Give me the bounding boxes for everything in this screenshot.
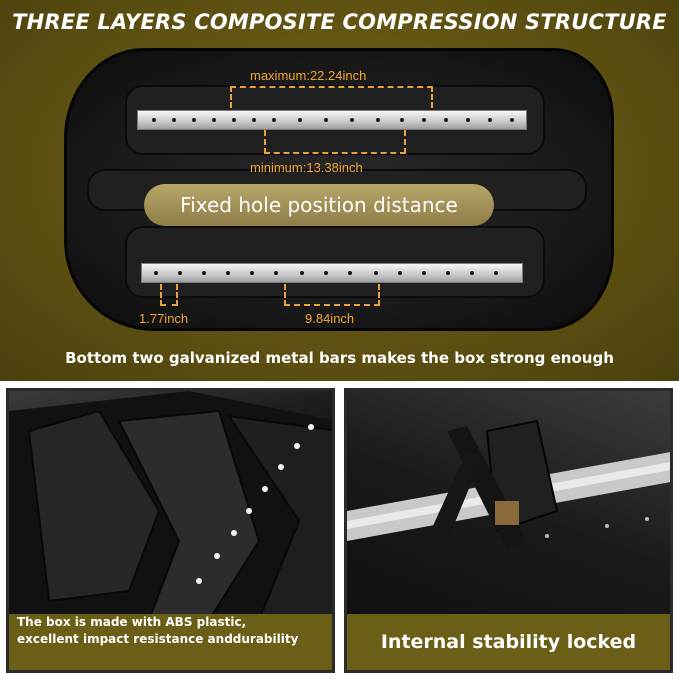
photo-internal-lock: Internal stability locked bbox=[344, 388, 673, 673]
dimension-small-gap-bracket bbox=[160, 284, 178, 306]
left-caption-line2: excellent impact resistance anddurabilit… bbox=[17, 632, 299, 646]
headline: THREE LAYERS COMPOSITE COMPRESSION STRUC… bbox=[12, 10, 667, 34]
dimension-minimum: minimum:13.38inch bbox=[250, 160, 363, 175]
box-interior-illustration bbox=[9, 391, 332, 621]
lock-strap-illustration bbox=[347, 419, 670, 566]
right-caption-band: Internal stability locked bbox=[347, 614, 670, 670]
dimension-spacing: 9.84inch bbox=[305, 311, 355, 326]
left-caption-band: The box is made with ABS plastic, excell… bbox=[9, 614, 332, 670]
top-panel: THREE LAYERS COMPOSITE COMPRESSION STRUC… bbox=[0, 0, 679, 381]
right-caption: Internal stability locked bbox=[380, 631, 637, 653]
dimension-spacing-bracket bbox=[284, 284, 380, 306]
dimension-small-gap: 1.77inch bbox=[139, 311, 189, 326]
fixed-hole-callout: Fixed hole position distance bbox=[144, 184, 494, 226]
dimension-maximum: maximum:22.24inch bbox=[250, 68, 367, 83]
photo-abs-plastic: The box is made with ABS plastic, excell… bbox=[6, 388, 335, 673]
box-rib bbox=[125, 226, 545, 298]
metal-bar-upper bbox=[137, 110, 527, 130]
caption-top: Bottom two galvanized metal bars makes t… bbox=[65, 349, 614, 367]
metal-bar-lower bbox=[141, 263, 523, 283]
dimension-minimum-bracket bbox=[264, 130, 406, 154]
dimension-maximum-bracket bbox=[230, 86, 433, 108]
left-caption-line1: The box is made with ABS plastic, bbox=[17, 615, 247, 629]
